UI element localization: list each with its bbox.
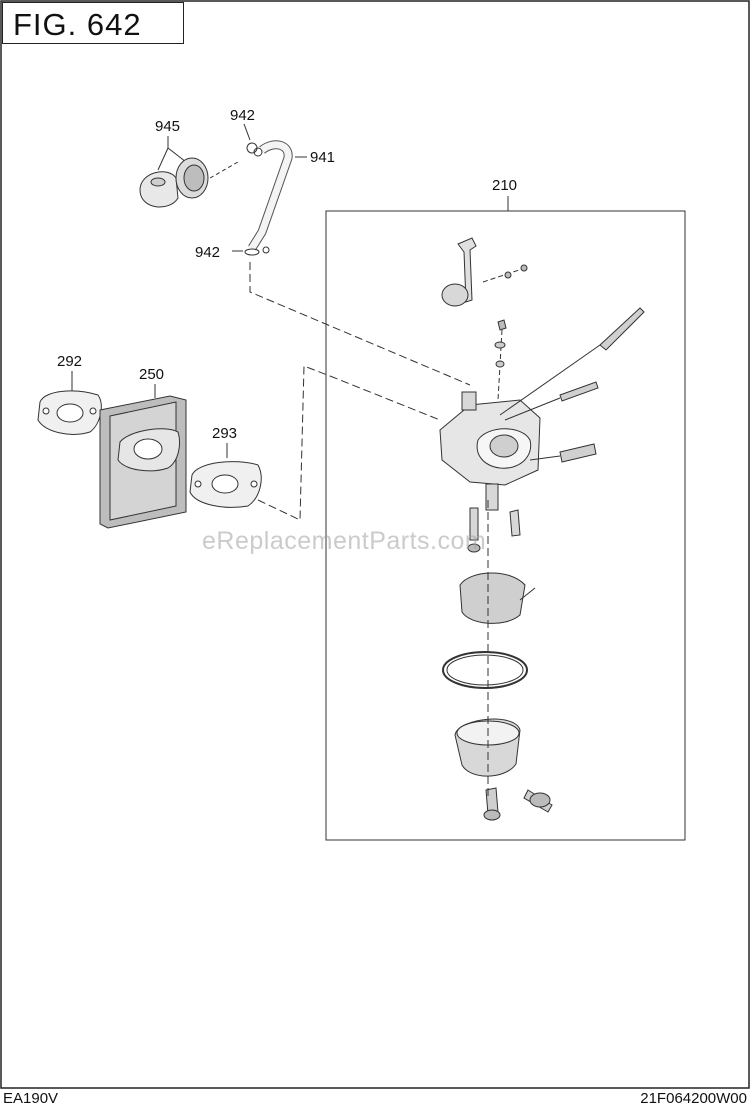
- model-number: EA190V: [3, 1090, 59, 1107]
- callout-250: 250: [139, 366, 164, 383]
- watermark-text: eReplacementParts.com: [202, 527, 487, 555]
- page-frame: [0, 0, 750, 1089]
- gasket-293: [189, 365, 441, 521]
- breather-pipe: [248, 140, 307, 251]
- gasket-292: [37, 371, 102, 435]
- callout-942-bottom: 942: [195, 244, 220, 261]
- figure-title-box: FIG. 642: [2, 2, 184, 44]
- carburetor-assembly-box: [325, 210, 686, 841]
- carburetor-body: [439, 237, 645, 821]
- figure-title: FIG. 642: [13, 7, 142, 42]
- callout-945: 945: [155, 118, 180, 135]
- callout-293: 293: [212, 425, 237, 442]
- clamp-top: [243, 123, 263, 157]
- callout-941: 941: [310, 149, 335, 166]
- air-cleaner-group: [139, 136, 239, 208]
- clamp-bottom: [232, 246, 471, 386]
- drawing-code: 21F064200W00: [640, 1090, 747, 1107]
- callout-942-top: 942: [230, 107, 255, 124]
- callout-210: 210: [492, 177, 517, 194]
- callout-292: 292: [57, 353, 82, 370]
- insulator-250: [99, 384, 187, 529]
